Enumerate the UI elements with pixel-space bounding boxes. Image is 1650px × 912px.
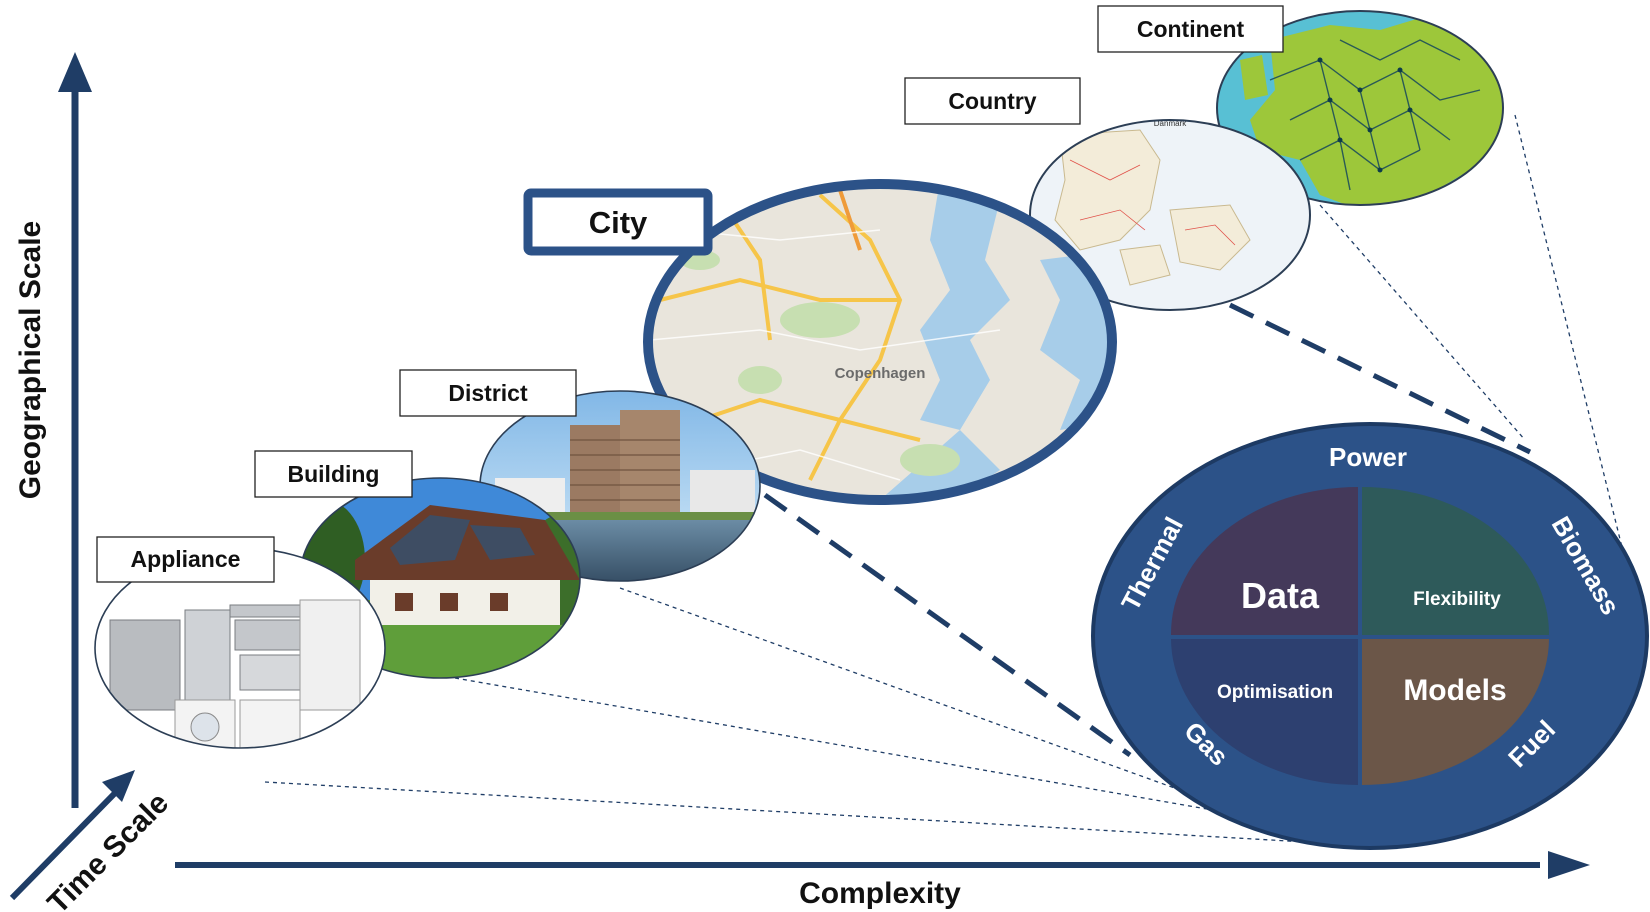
quadrant-data-label: Data: [1241, 575, 1320, 616]
axes: Geographical Scale Complexity Time Scale: [9, 52, 1590, 912]
zoom-guide-lines: [264, 114, 1641, 847]
quadrant-optimisation-label: Optimisation: [1217, 682, 1333, 703]
quadrant-models-label: Models: [1403, 674, 1506, 707]
city-map-name: Copenhagen: [835, 365, 926, 382]
horizontal-axis-label: Complexity: [799, 877, 961, 910]
quadrant-data: [1170, 487, 1358, 635]
country-map-title: Danmark: [1154, 119, 1187, 128]
svg-text:Building: Building: [288, 461, 380, 487]
quadrant-flexibility: [1362, 487, 1550, 635]
quadrant-optimisation: [1171, 639, 1358, 785]
svg-text:Country: Country: [948, 88, 1036, 114]
svg-text:District: District: [448, 380, 528, 406]
label-city: City: [523, 188, 713, 256]
quadrant-flexibility-label: Flexibility: [1413, 589, 1501, 610]
continent-map: [1216, 10, 1504, 206]
diagonal-axis-line: [9, 787, 121, 901]
ring-label-power: Power: [1329, 442, 1407, 472]
label-building: Building: [254, 450, 413, 498]
svg-text:City: City: [589, 205, 648, 240]
vertical-axis-label: Geographical Scale: [14, 221, 47, 499]
diagonal-axis-arrowhead: [102, 770, 135, 802]
quadrant-models: [1362, 639, 1549, 785]
svg-text:Appliance: Appliance: [131, 546, 241, 572]
label-appliance: Appliance: [96, 536, 275, 583]
energy-system-circle: Data Flexibility Optimisation Models Pow…: [1091, 422, 1649, 850]
vertical-axis-arrowhead: [58, 52, 92, 92]
label-country: Country: [904, 77, 1081, 125]
dashed-connectors: [763, 302, 1532, 758]
label-continent: Continent: [1097, 5, 1284, 53]
horizontal-axis-arrowhead: [1548, 851, 1590, 879]
level-labels: Appliance Building District City Country…: [96, 5, 1284, 583]
label-district: District: [399, 369, 577, 417]
svg-text:Continent: Continent: [1137, 16, 1245, 42]
